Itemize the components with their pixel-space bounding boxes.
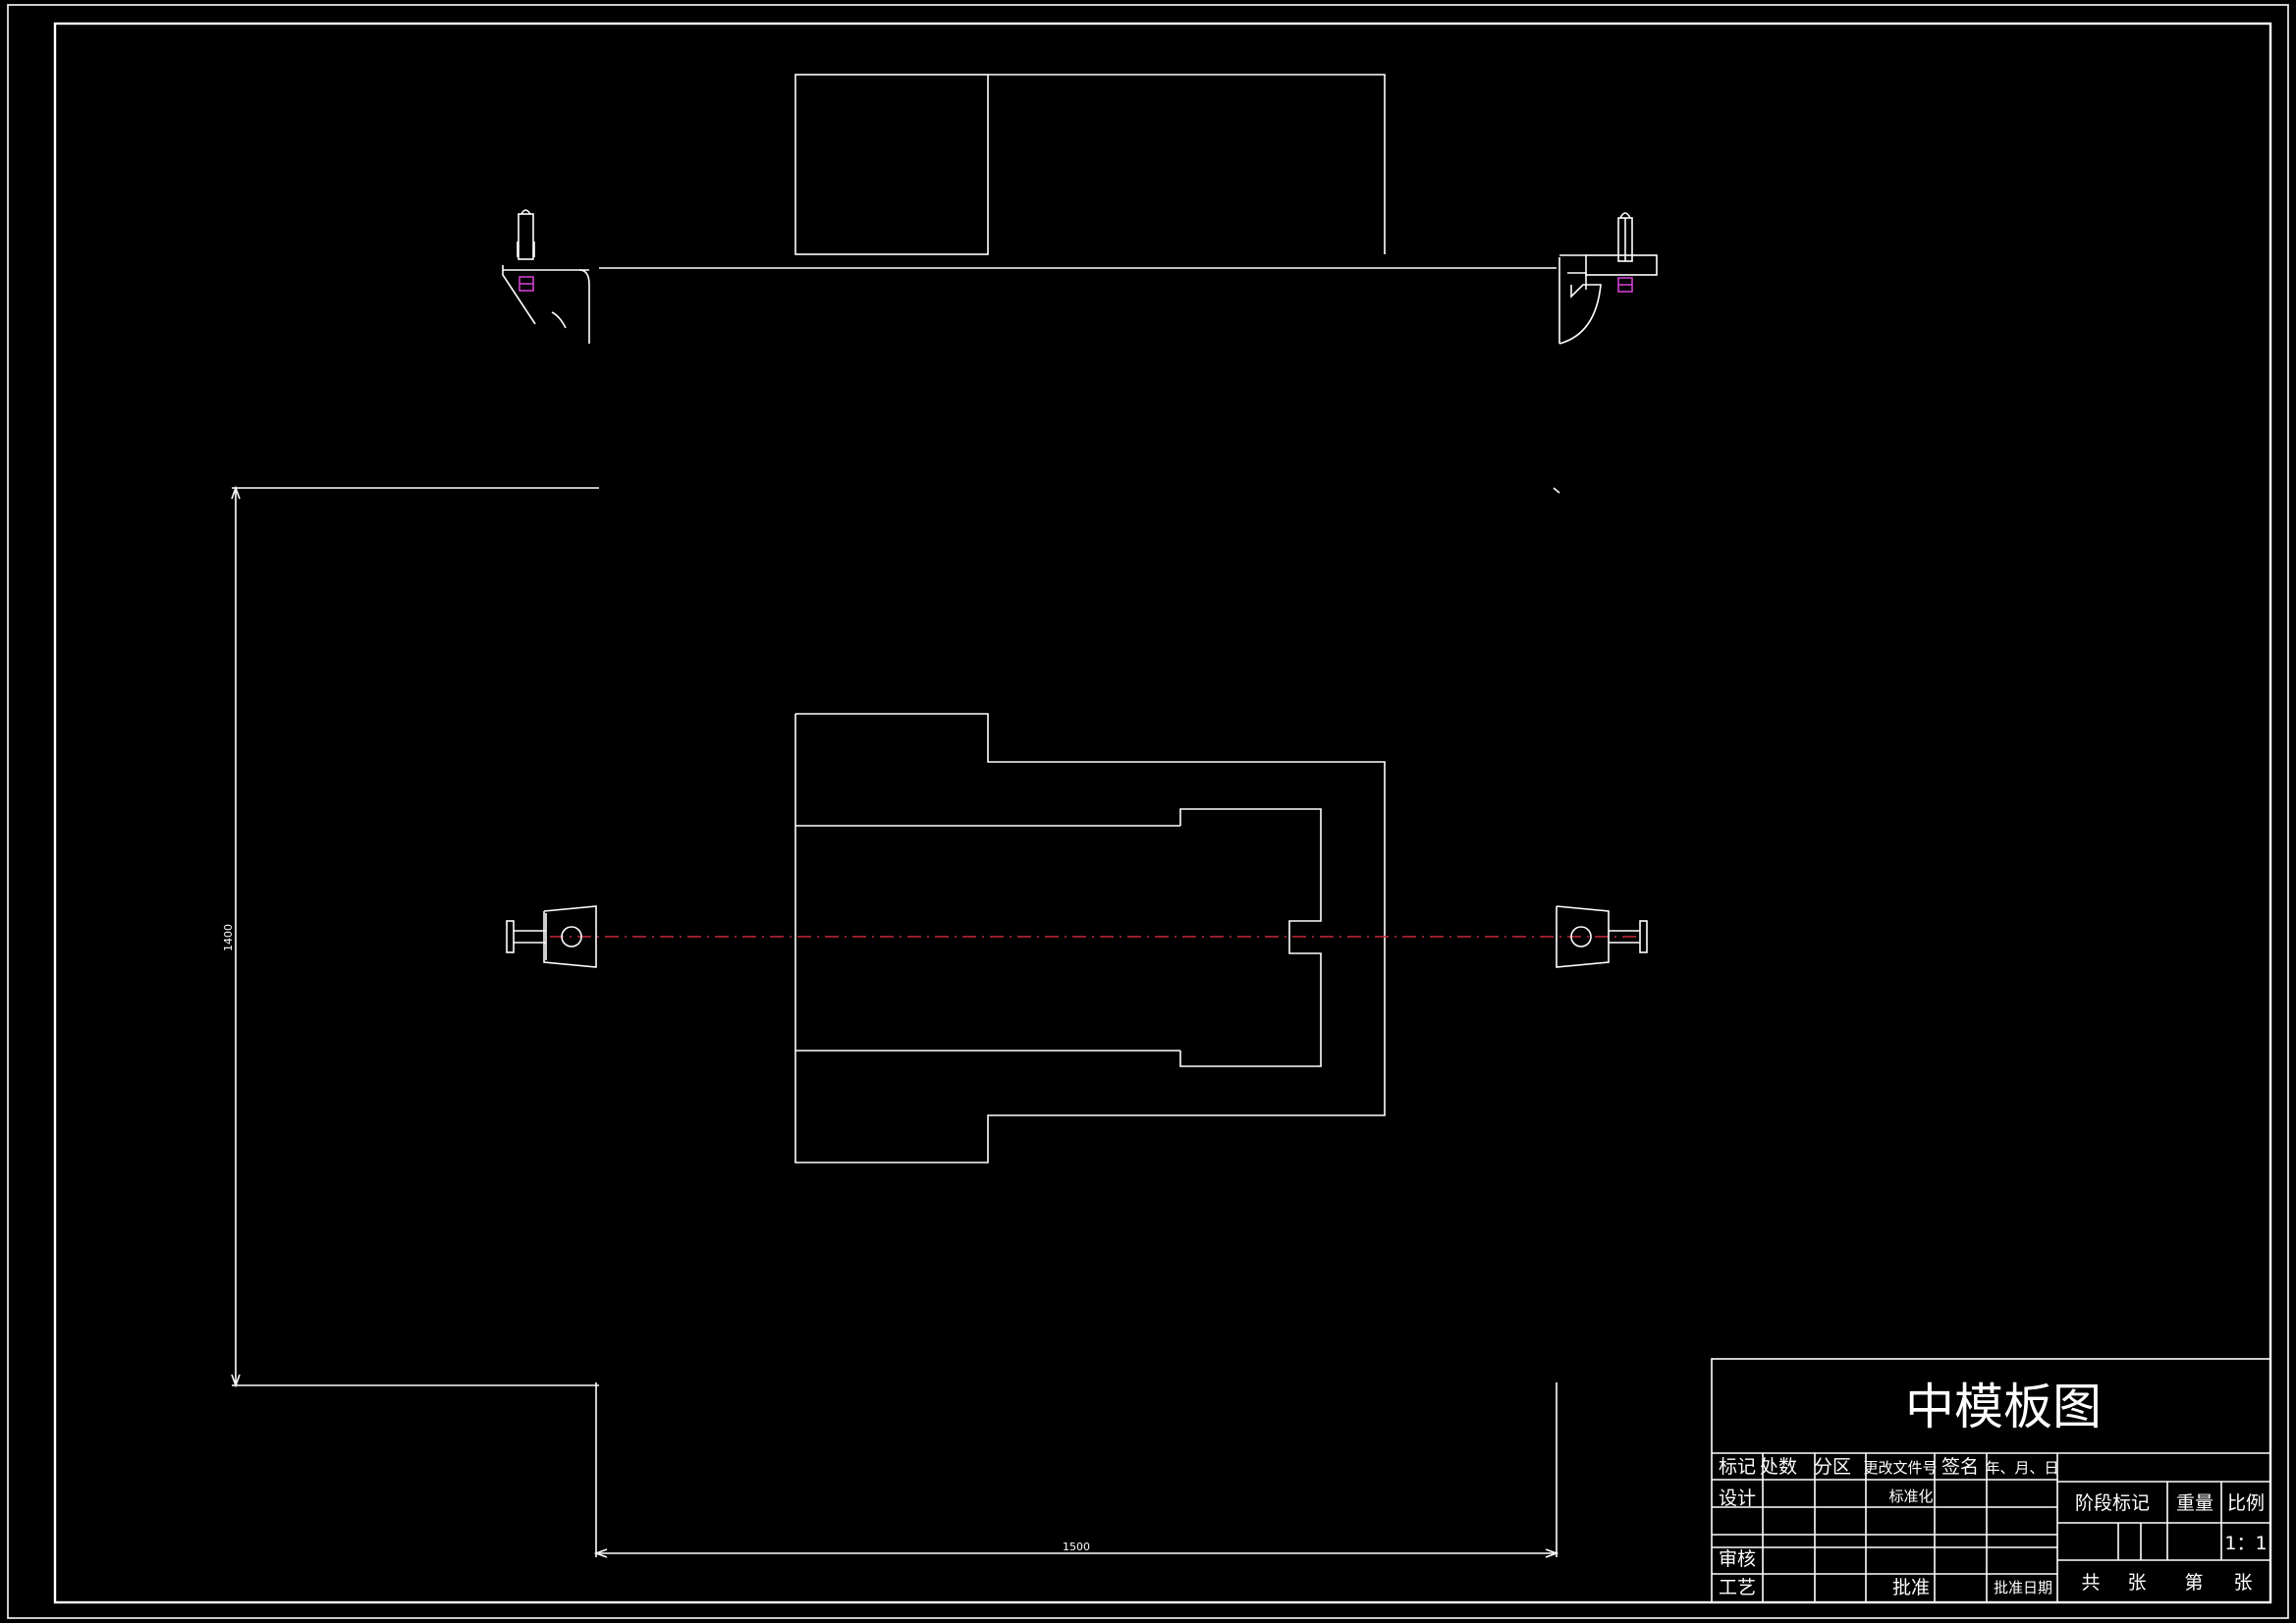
label-sheets: 张	[2127, 1572, 2146, 1594]
header-date: 年、月、日	[1985, 1459, 2058, 1477]
label-stage-mark: 阶段标记	[2075, 1492, 2150, 1514]
label-scale: 比例	[2227, 1492, 2265, 1514]
label-total: 共	[2081, 1572, 2100, 1594]
dimension-label-horizontal: 1500	[1063, 1541, 1090, 1553]
label-approve-date: 批准日期	[1994, 1579, 2052, 1596]
header-signature: 签名	[1941, 1456, 1979, 1478]
scale-value: 1：1	[2224, 1533, 2267, 1554]
outer-border	[7, 4, 2289, 1619]
dimension-horizontal: 1500	[593, 1382, 1559, 1558]
label-process: 工艺	[1719, 1577, 1756, 1598]
right-clamp-top	[1558, 212, 1658, 345]
dimension-label-vertical: 1400	[222, 924, 235, 951]
header-mark: 标记	[1719, 1456, 1756, 1478]
label-standardization: 标准化	[1888, 1488, 1933, 1505]
label-sheet-2: 张	[2233, 1572, 2252, 1594]
label-review: 审核	[1719, 1548, 1756, 1570]
label-design: 设计	[1719, 1488, 1756, 1509]
label-number: 第	[2184, 1572, 2203, 1594]
dimension-vertical: 1400	[222, 485, 599, 1388]
top-view	[502, 74, 1658, 345]
header-count: 处数	[1760, 1456, 1797, 1478]
left-clamp-mid	[506, 905, 597, 968]
header-zone: 分区	[1814, 1456, 1851, 1478]
main-plan-view	[794, 713, 1386, 1163]
label-weight: 重量	[2176, 1492, 2214, 1514]
inner-border	[53, 22, 2272, 1604]
title-block: 中模板图 标记 处数 分区 更改文件号 签名 年、月、日 设计 标准化 审核 工…	[1711, 1358, 2271, 1603]
left-clamp-top	[502, 209, 590, 344]
drawing-title: 中模板图	[1905, 1379, 2102, 1435]
label-approve: 批准	[1892, 1577, 1930, 1598]
right-clamp-mid	[1556, 905, 1648, 968]
header-change-doc: 更改文件号	[1863, 1459, 1937, 1477]
